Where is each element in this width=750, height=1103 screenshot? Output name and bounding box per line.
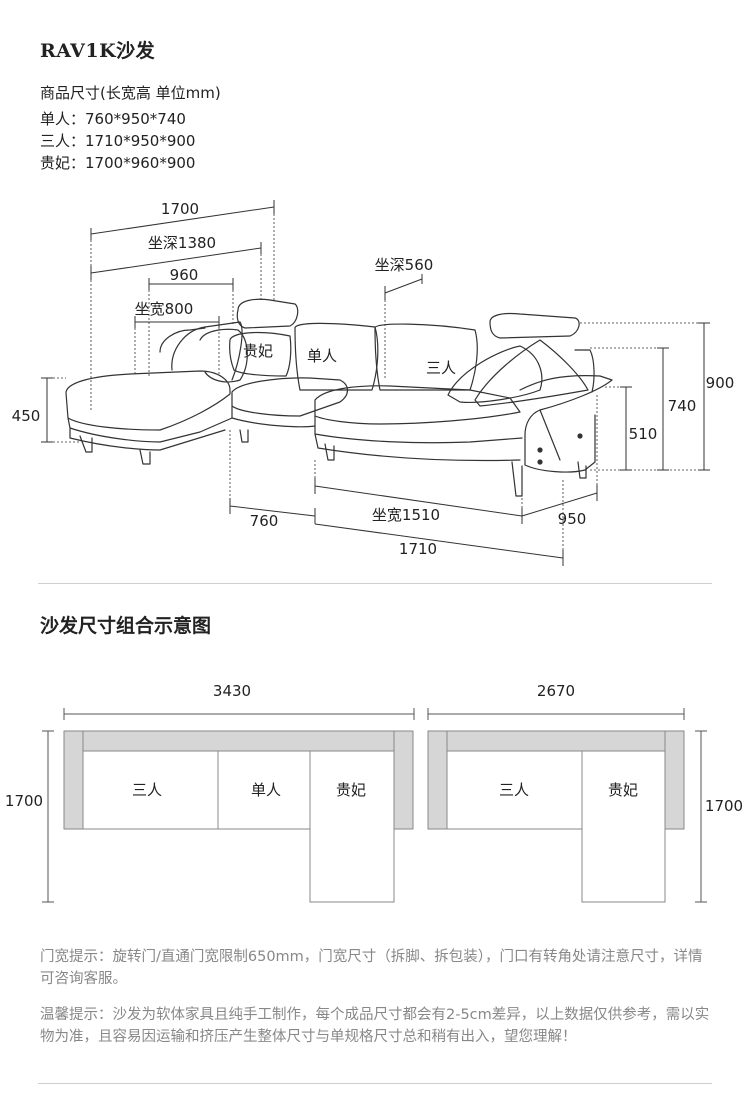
dim-900-label: 900 — [706, 374, 735, 392]
dim-1710-label: 1710 — [399, 540, 437, 558]
module-label-danren: 单人 — [307, 347, 337, 365]
combo-left-width-label: 3430 — [213, 682, 251, 700]
dim-seat-depth-1380-label: 坐深1380 — [148, 234, 216, 252]
extension-lines — [53, 214, 698, 550]
section-divider — [38, 583, 712, 584]
dim-510-label: 510 — [629, 425, 658, 443]
combo-left-height-label: 1700 — [5, 792, 43, 810]
combo-left-module-guifei: 贵妃 — [336, 781, 366, 799]
spec-three-seater: 三人：1710*950*900 — [40, 130, 195, 151]
spec-label: 单人： — [40, 110, 86, 128]
spec-value: 1700*960*900 — [85, 154, 196, 172]
dim-seat-width-1510-label: 坐宽1510 — [372, 506, 440, 524]
dim-1700-label: 1700 — [161, 200, 199, 218]
spec-label: 三人： — [40, 132, 86, 150]
bottom-divider — [38, 1083, 712, 1084]
dim-450-label: 450 — [12, 407, 41, 425]
spec-value: 1710*950*900 — [85, 132, 196, 150]
dim-760-label: 760 — [250, 512, 279, 530]
combo-right: 2670 1700 三人 贵妃 — [427, 682, 743, 903]
dim-950-label: 950 — [558, 510, 587, 528]
combination-diagram: 3430 1700 三人 单人 贵妃 2670 — [5, 682, 743, 903]
size-heading: 商品尺寸(长宽高 单位mm) — [40, 84, 221, 102]
product-title: RAV1K沙发 — [40, 40, 156, 62]
combo-left-module-sanren: 三人 — [132, 781, 162, 799]
warm-tip-note: 温馨提示：沙发为软体家具且纯手工制作，每个成品尺寸都会有2-5cm差异，以上数据… — [40, 1007, 710, 1045]
spec-single: 单人：760*950*740 — [40, 108, 186, 129]
dim-seat-depth-560-label: 坐深560 — [375, 256, 434, 274]
dimension-lines — [41, 200, 710, 566]
combo-right-width-label: 2670 — [537, 682, 575, 700]
dim-740-label: 740 — [668, 397, 697, 415]
combo-right-module-guifei: 贵妃 — [608, 781, 638, 799]
module-label-sanren: 三人 — [426, 359, 456, 377]
dim-seat-width-800-label: 坐宽800 — [135, 300, 194, 318]
module-label-guifei: 贵妃 — [243, 342, 273, 360]
spec-value: 760*950*740 — [85, 110, 186, 128]
spec-label: 贵妃： — [40, 154, 86, 172]
combo-right-height-label: 1700 — [705, 797, 743, 815]
spec-chaise: 贵妃：1700*960*900 — [40, 152, 195, 173]
combo-right-module-sanren: 三人 — [499, 781, 529, 799]
door-width-note: 门宽提示：旋转门/直通门宽限制650mm，门宽尺寸（拆脚、拆包装），门口有转角处… — [40, 949, 703, 987]
dim-960-label: 960 — [170, 266, 199, 284]
combo-left: 3430 1700 三人 单人 贵妃 — [5, 682, 415, 903]
combo-left-module-danren: 单人 — [251, 781, 281, 799]
sofa-dimension-drawing: 1700 坐深1380 960 坐宽800 坐深560 450 900 740 … — [12, 200, 735, 566]
sofa-outline — [65, 298, 613, 497]
combo-heading: 沙发尺寸组合示意图 — [40, 615, 212, 637]
